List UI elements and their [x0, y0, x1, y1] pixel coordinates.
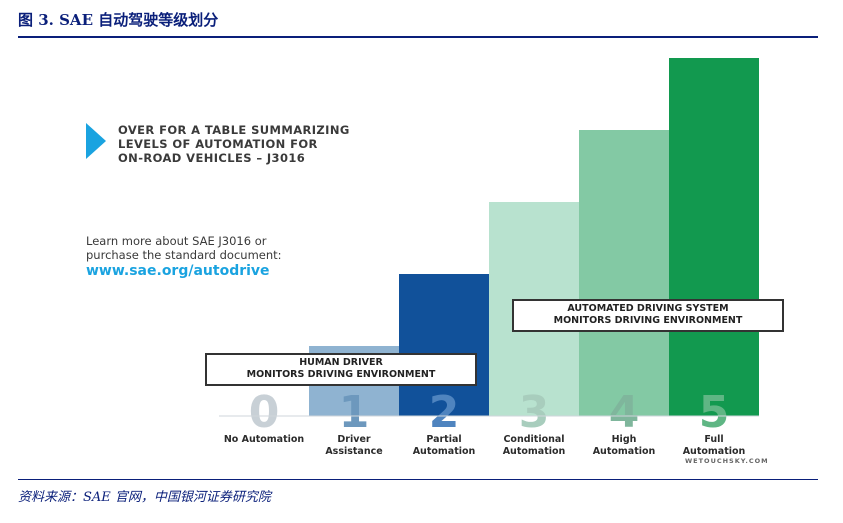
level-numeral: 0 — [249, 387, 280, 438]
human-box-line: HUMAN DRIVER — [299, 357, 383, 368]
human-box-line: MONITORS DRIVING ENVIRONMENT — [246, 369, 436, 380]
category-label: Conditional — [503, 434, 564, 445]
bar-level-2 — [399, 274, 489, 416]
category-label: Full — [704, 434, 723, 445]
callout-line: OVER FOR A TABLE SUMMARIZING — [118, 123, 350, 137]
learn-line: purchase the standard document: — [86, 248, 282, 262]
level-numeral: 5 — [699, 387, 730, 438]
category-label: No Automation — [224, 434, 305, 445]
bottom-rule — [18, 479, 818, 480]
sae-url-link[interactable]: www.sae.org/autodrive — [86, 263, 270, 279]
bar-level-4 — [579, 130, 669, 416]
learn-more-text: Learn more about SAE J3016 or purchase t… — [86, 234, 282, 278]
watermark: WETOUCHSKY.COM — [685, 457, 769, 465]
source-note: 资料来源：SAE 官网，中国银河证券研究院 — [18, 490, 271, 505]
category-label: Automation — [683, 446, 746, 457]
level-numeral: 1 — [339, 387, 370, 438]
category-label: High — [612, 434, 637, 445]
figure-title: 图 3. SAE 自动驾驶等级划分 — [18, 11, 219, 29]
table-callout: OVER FOR A TABLE SUMMARIZING LEVELS OF A… — [118, 123, 350, 165]
category-label: Driver — [337, 434, 370, 445]
level-numeral: 4 — [609, 387, 640, 438]
play-arrow-icon — [86, 123, 106, 159]
category-label: Automation — [593, 446, 656, 457]
system-box-line: AUTOMATED DRIVING SYSTEM — [567, 303, 729, 314]
level-numeral: 2 — [429, 387, 460, 438]
callout-line: LEVELS OF AUTOMATION FOR — [118, 137, 318, 151]
category-label: Automation — [503, 446, 566, 457]
system-box-line: MONITORS DRIVING ENVIRONMENT — [553, 315, 743, 326]
category-label: Partial — [426, 434, 461, 445]
top-rule — [18, 36, 818, 38]
category-label: Assistance — [325, 446, 382, 457]
human-driver-box: HUMAN DRIVER MONITORS DRIVING ENVIRONMEN… — [205, 353, 477, 386]
bar-level-5 — [669, 58, 759, 416]
callout-line: ON-ROAD VEHICLES – J3016 — [118, 151, 306, 165]
level-numeral: 3 — [519, 387, 550, 438]
system-box: AUTOMATED DRIVING SYSTEM MONITORS DRIVIN… — [512, 299, 784, 332]
category-label: Automation — [413, 446, 476, 457]
learn-line: Learn more about SAE J3016 or — [86, 234, 267, 248]
